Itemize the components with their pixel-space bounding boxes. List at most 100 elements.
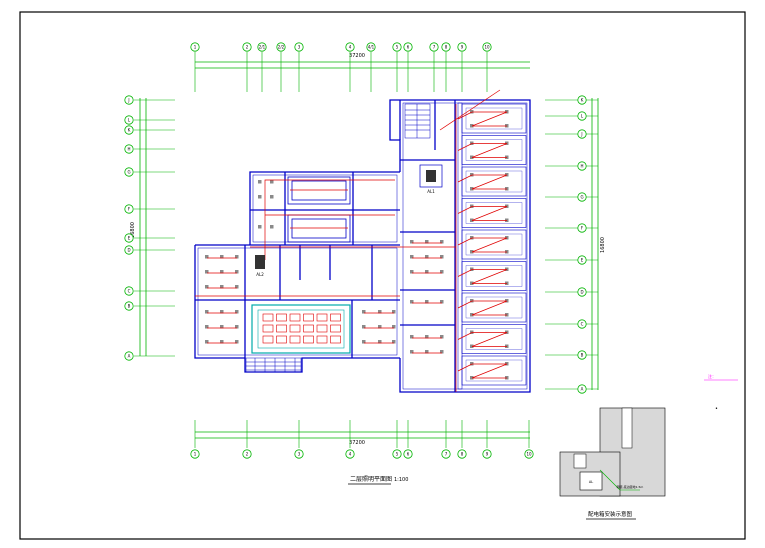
fixture: [440, 335, 444, 339]
top-axis-bubble: 4/1: [366, 42, 376, 52]
right-axis-bubble-label: J: [580, 132, 582, 137]
fixture: [440, 240, 444, 244]
pool-light: [330, 313, 341, 322]
right-axis-bubble-label: L: [581, 114, 584, 119]
fixture: [205, 285, 209, 289]
left-axis-bubble: A: [124, 351, 134, 361]
detail-drawing: AL 明装,底边距地1.5m: [559, 407, 666, 497]
tower-room-inner: [465, 328, 523, 350]
fixture: [362, 325, 366, 329]
fixture: [235, 255, 239, 259]
bottom-axis-bubble: 7: [441, 449, 451, 459]
right-axis-bubble: A: [577, 384, 587, 394]
fixture: [220, 270, 224, 274]
fixture: [470, 250, 474, 254]
top-axis-bubble-label: 6: [407, 45, 410, 50]
fixture: [220, 325, 224, 329]
left-axis-bubble: E: [124, 233, 134, 243]
fixture: [220, 310, 224, 314]
top-axis-bubble-label: 9: [461, 45, 464, 50]
tower-room-inner: [465, 202, 523, 224]
fixture: [392, 310, 396, 314]
fixture: [235, 340, 239, 344]
top-axis-bubble-label: 1: [194, 45, 197, 50]
tower-room-inner: [465, 139, 523, 161]
left-axis-bubble-label: L: [128, 118, 131, 123]
top-axis-bubble-label: 2/2: [278, 45, 285, 50]
top-axis-bubble: 1: [190, 42, 200, 52]
fixture: [270, 180, 274, 184]
fixture: [258, 180, 262, 184]
right-axis-bubble-label: D: [580, 290, 583, 295]
right-axis-bubble-label: K: [581, 98, 584, 103]
fixture: [270, 195, 274, 199]
room-circuit: [457, 111, 508, 127]
panel-box-1: [419, 164, 443, 188]
side-note: 注：: [708, 373, 716, 379]
right-axis-bubble: J: [577, 129, 587, 139]
room-circuit: [457, 332, 508, 347]
top-axis-bubble: 3: [294, 42, 304, 52]
right-axis-bubble-label: B: [581, 353, 584, 358]
pool-light: [316, 335, 328, 344]
pool-light: [289, 313, 301, 322]
main-scale: 1:100: [394, 477, 408, 483]
room-circuit: [457, 206, 508, 221]
left-axis-bubble: L: [124, 115, 134, 125]
right-axis-bubble-label: G: [580, 195, 583, 200]
pool-light: [289, 335, 301, 344]
pool-light: [303, 335, 314, 344]
fixture: [425, 335, 429, 339]
left-axis-bubble-label: B: [128, 304, 131, 309]
bottom-axis-bubble: 5: [392, 449, 402, 459]
entrance-steps: [245, 357, 302, 373]
left-axis-bubble-label: J: [127, 98, 129, 103]
right-axis-bubble-label: C: [581, 322, 584, 327]
building-walls: [194, 99, 531, 393]
panel-label-2: AL2: [256, 272, 264, 277]
left-axis-bubble-label: F: [128, 207, 131, 212]
pool-area: [251, 304, 351, 354]
right-axis-bubble: G: [577, 192, 587, 202]
right-axis-bubble: D: [577, 287, 587, 297]
pool-light: [316, 313, 328, 322]
fixture: [258, 225, 262, 229]
pool-light: [276, 313, 287, 322]
right-axis-bubble-label: F: [581, 226, 584, 231]
fixture: [235, 310, 239, 314]
fixture: [258, 195, 262, 199]
tower-room-inner: [465, 359, 523, 382]
top-axis-bubble: 2/1: [257, 42, 267, 52]
fixture: [410, 300, 414, 304]
main-title: 二层照明平面图: [350, 476, 392, 483]
fixture: [392, 325, 396, 329]
top-axis-bubble-label: 2: [246, 45, 249, 50]
fixture: [392, 340, 396, 344]
top-axis-bubble-label: 8: [445, 45, 448, 50]
fixture: [440, 300, 444, 304]
top-axis-bubble-label: 2/1: [259, 45, 266, 50]
bottom-dimension-lines: [195, 431, 530, 439]
tower-room: [461, 229, 527, 260]
right-axis-bubble: H: [577, 161, 587, 171]
left-axis-bubble-label: C: [128, 289, 131, 294]
building-outline-inner: [197, 102, 528, 390]
pool-light: [303, 324, 314, 333]
bottom-axis-bubble: 3: [294, 449, 304, 459]
fixture: [220, 285, 224, 289]
detail-callout: 明装,底边距地1.5m: [617, 484, 644, 489]
fixture: [220, 255, 224, 259]
note-mark: •: [715, 406, 718, 412]
fixture: [235, 325, 239, 329]
left-axis-bubble-label: G: [127, 170, 130, 175]
room-circuit: [457, 300, 508, 316]
top-axis-bubble: 9: [457, 42, 467, 52]
pool-light: [262, 313, 274, 322]
fixture: [205, 340, 209, 344]
top-axis-bubble: 8: [441, 42, 451, 52]
fixture: [425, 300, 429, 304]
pool-light: [303, 313, 314, 322]
left-axis-bubble-label: A: [128, 354, 131, 359]
